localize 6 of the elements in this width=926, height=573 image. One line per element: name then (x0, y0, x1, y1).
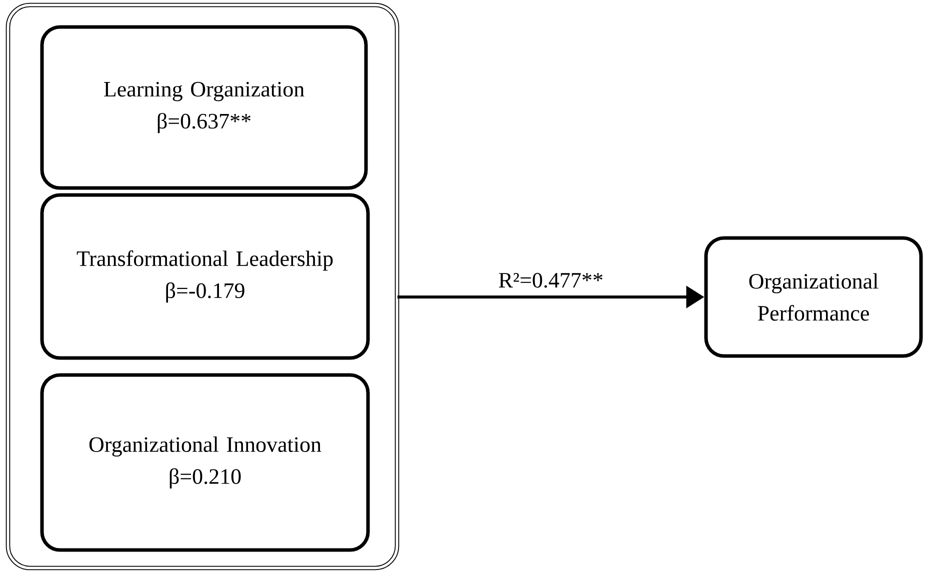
concept-box: Organizational Innovation β=0.210 (40, 373, 370, 552)
concept-box: Transformational Leadership β=-0.179 (40, 193, 370, 360)
group-box (6, 2, 400, 570)
concept-box: Learning Organization β=0.637** (40, 25, 368, 190)
edge-label: R²=0.477** (497, 272, 604, 289)
concept-box: Organizational Performance (704, 236, 923, 358)
